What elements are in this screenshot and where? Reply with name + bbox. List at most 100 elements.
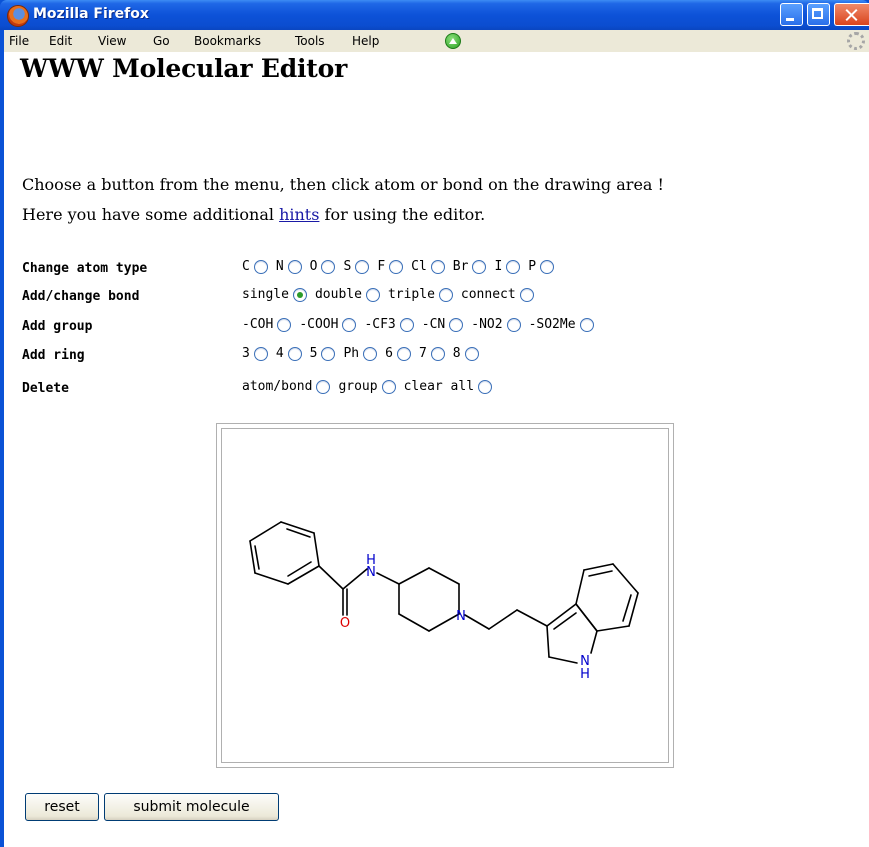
option-item[interactable]: 5 <box>310 346 336 361</box>
option-radio[interactable] <box>381 379 396 394</box>
option-radio[interactable] <box>519 287 534 302</box>
option-radio[interactable] <box>540 259 555 274</box>
option-radio[interactable] <box>464 346 479 361</box>
close-icon[interactable] <box>834 3 869 26</box>
atom-label-o[interactable]: O <box>340 616 350 631</box>
option-item[interactable]: 8 <box>453 346 479 361</box>
option-radio[interactable] <box>365 287 380 302</box>
option-item[interactable]: atom/bond <box>242 379 331 394</box>
option-radio[interactable] <box>430 259 445 274</box>
benzene-bond[interactable] <box>287 565 320 585</box>
option-item[interactable]: 4 <box>276 346 302 361</box>
option-item[interactable]: -SO2Me <box>529 317 594 332</box>
atom-label-n[interactable]: N <box>366 565 376 580</box>
submit-molecule-button[interactable]: submit molecule <box>104 793 279 821</box>
benzene-bond[interactable] <box>280 521 315 534</box>
option-item[interactable]: -CN <box>422 317 464 332</box>
option-radio[interactable] <box>449 317 464 332</box>
menu-edit[interactable]: Edit <box>49 34 73 48</box>
chain-bond[interactable] <box>488 609 518 630</box>
benzo-bond[interactable] <box>612 563 639 594</box>
atom-label-n[interactable]: N <box>580 654 590 669</box>
benzene-bond[interactable] <box>249 540 256 574</box>
option-item[interactable]: N <box>276 259 302 274</box>
option-item[interactable]: P <box>528 259 555 274</box>
chain-bond[interactable] <box>464 614 490 630</box>
option-item[interactable]: C <box>242 259 268 274</box>
pyrrole-bond[interactable] <box>590 630 598 654</box>
option-radio[interactable] <box>287 346 302 361</box>
option-item[interactable]: O <box>310 259 336 274</box>
option-radio[interactable] <box>287 259 302 274</box>
option-item[interactable]: group <box>338 379 396 394</box>
option-radio[interactable] <box>506 317 521 332</box>
piperidine-bond[interactable] <box>428 567 460 585</box>
benzene-double-bond[interactable] <box>287 561 312 577</box>
option-radio[interactable] <box>472 259 487 274</box>
piperidine-bond[interactable] <box>398 567 430 585</box>
pyrrole-bond[interactable] <box>546 603 577 627</box>
hints-link[interactable]: hints <box>279 205 320 224</box>
option-radio[interactable] <box>316 379 331 394</box>
piperidine-bond[interactable] <box>398 613 430 632</box>
amide-n-bond[interactable] <box>342 568 368 590</box>
benzo-double-bond[interactable] <box>588 570 613 577</box>
option-radio[interactable] <box>277 317 292 332</box>
benzo-bond[interactable] <box>575 603 598 632</box>
chain-bond[interactable] <box>516 609 548 627</box>
option-item[interactable]: clear all <box>404 379 493 394</box>
option-item[interactable]: Cl <box>411 259 445 274</box>
menu-go[interactable]: Go <box>153 34 170 48</box>
benzene-double-bond[interactable] <box>254 545 260 570</box>
go-arrow-icon[interactable] <box>445 33 461 49</box>
piperidine-bond[interactable] <box>428 613 460 632</box>
option-radio[interactable] <box>396 346 411 361</box>
option-item[interactable]: I <box>494 259 521 274</box>
menu-view[interactable]: View <box>98 34 127 48</box>
option-item[interactable]: connect <box>461 287 534 302</box>
maximize-icon[interactable] <box>807 3 830 26</box>
menu-file[interactable]: File <box>9 34 30 48</box>
option-radio[interactable] <box>389 259 404 274</box>
benzo-bond[interactable] <box>628 592 639 627</box>
option-item[interactable]: -COOH <box>299 317 357 332</box>
benzene-bond[interactable] <box>313 532 320 567</box>
minimize-icon[interactable] <box>780 3 803 26</box>
option-item[interactable]: triple <box>388 287 453 302</box>
option-radio[interactable] <box>430 346 445 361</box>
option-radio[interactable] <box>363 346 378 361</box>
option-radio[interactable] <box>253 346 268 361</box>
menu-tools[interactable]: Tools <box>295 34 325 48</box>
option-radio[interactable] <box>321 346 336 361</box>
option-item[interactable]: 7 <box>419 346 445 361</box>
option-item[interactable]: single <box>242 287 307 302</box>
option-radio[interactable] <box>478 379 493 394</box>
option-radio[interactable] <box>292 287 307 302</box>
menu-help[interactable]: Help <box>352 34 380 48</box>
option-item[interactable]: 3 <box>242 346 268 361</box>
title-bar[interactable]: Mozilla Firefox <box>0 0 869 30</box>
pyrrole-bond[interactable] <box>546 625 550 658</box>
pyrrole-double-bond[interactable] <box>553 612 577 630</box>
option-radio[interactable] <box>438 287 453 302</box>
option-item[interactable]: F <box>377 259 404 274</box>
option-radio[interactable] <box>342 317 357 332</box>
benzo-bond[interactable] <box>583 563 614 571</box>
option-radio[interactable] <box>355 259 370 274</box>
atom-label-h[interactable]: H <box>580 667 590 682</box>
benzene-double-bond[interactable] <box>286 528 311 538</box>
pyrrole-bond[interactable] <box>548 656 578 664</box>
amide-bond[interactable] <box>318 565 344 590</box>
option-radio[interactable] <box>399 317 414 332</box>
option-item[interactable]: Br <box>453 259 487 274</box>
option-item[interactable]: S <box>343 259 370 274</box>
atom-label-h[interactable]: H <box>366 553 376 568</box>
option-item[interactable]: 6 <box>385 346 411 361</box>
benzene-bond[interactable] <box>249 521 282 542</box>
option-radio[interactable] <box>253 259 268 274</box>
piperidine-link-bond[interactable] <box>376 572 400 585</box>
benzo-bond[interactable] <box>575 569 585 605</box>
option-radio[interactable] <box>321 259 336 274</box>
reset-button[interactable]: reset <box>25 793 99 821</box>
